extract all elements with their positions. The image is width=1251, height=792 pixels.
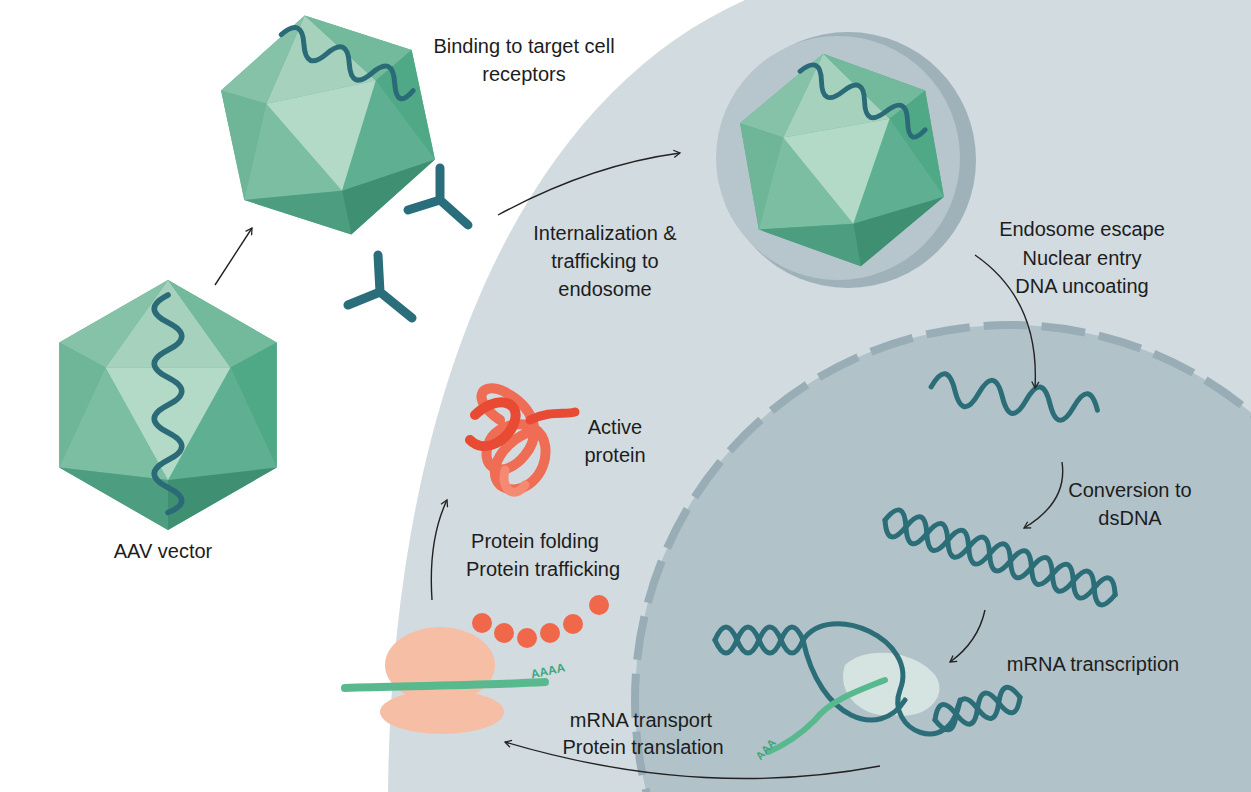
step-label: Protein folding <box>415 527 655 555</box>
step-label: AAV vector <box>63 537 263 565</box>
step-label: Protein trafficking <box>423 555 663 583</box>
dsdna <box>881 507 1120 608</box>
endosome-capsid <box>731 37 954 282</box>
polya-tail-label: AAA <box>747 730 785 770</box>
process-arrow <box>215 153 1063 779</box>
polypeptide <box>472 595 609 648</box>
step-label: Endosome escape <box>962 215 1202 243</box>
bound-capsid <box>209 0 446 255</box>
step-label: mRNA transport <box>521 706 761 734</box>
step-label: Protein translation <box>523 733 763 761</box>
aav-capsid <box>59 280 277 530</box>
ssdna <box>929 372 1100 425</box>
transcription-complex <box>715 624 1023 752</box>
step-label: Binding to target cell receptors <box>429 32 619 88</box>
nuclear-envelope <box>635 325 1251 792</box>
step-label: DNA uncoating <box>962 272 1202 300</box>
step-label: mRNA transcription <box>973 650 1213 678</box>
ribosome <box>345 627 545 734</box>
polya-tail-label: AAAA <box>522 658 574 684</box>
step-label: Internalization & trafficking to endosom… <box>513 219 698 303</box>
step-label: Nuclear entry <box>962 244 1202 272</box>
step-label: Conversion to dsDNA <box>1068 476 1193 532</box>
active-protein <box>470 388 575 492</box>
step-label: Active protein <box>570 413 660 469</box>
nucleus <box>635 325 1251 792</box>
